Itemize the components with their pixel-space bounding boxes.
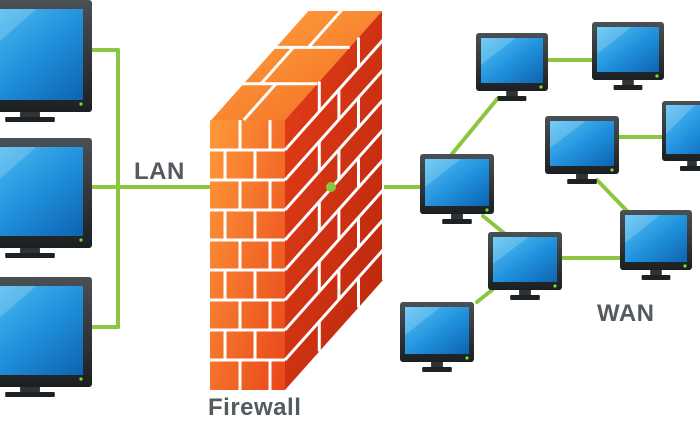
power-led-icon <box>465 356 469 360</box>
monitor-screen <box>666 105 700 154</box>
monitor-neck <box>576 174 588 179</box>
monitor-glare <box>550 121 586 148</box>
firewall-mortar <box>283 39 385 151</box>
power-led-icon <box>79 102 83 106</box>
firewall-wall <box>209 9 385 390</box>
power-led-icon <box>539 85 543 89</box>
monitor-glare <box>597 27 632 54</box>
monitor-glare <box>0 286 37 318</box>
firewall-mortar <box>260 45 296 85</box>
monitor-glare <box>625 215 660 243</box>
wan-monitor-hub <box>420 154 494 224</box>
monitors <box>0 0 700 397</box>
lan-monitor-middle <box>0 138 92 258</box>
monitor-stand <box>497 96 527 101</box>
firewall-label: Firewall <box>208 394 302 421</box>
wan-monitor-7 <box>400 302 474 372</box>
lan-monitor-top <box>0 0 92 122</box>
monitor-neck <box>20 248 40 253</box>
firewall-mortar <box>307 9 343 48</box>
firewall-mortar <box>283 219 385 331</box>
wan-monitor-2 <box>592 22 664 90</box>
monitor-neck <box>431 362 443 367</box>
monitor-neck <box>20 387 40 392</box>
firewall-edge <box>209 9 384 280</box>
power-led-icon <box>610 168 614 172</box>
firewall-port-dot <box>326 182 336 192</box>
monitor-screen <box>425 159 489 206</box>
monitor-screen <box>550 121 614 166</box>
monitor-neck <box>650 270 662 275</box>
firewall-mortar <box>283 249 385 361</box>
monitor-stand <box>5 392 55 397</box>
monitor-stand <box>613 85 643 90</box>
firewall-top-face <box>210 10 383 120</box>
wan-monitor-1 <box>476 33 548 101</box>
power-led-icon <box>485 208 489 212</box>
monitor-screen <box>0 286 83 375</box>
monitor-glare <box>666 105 695 134</box>
firewall-mortar <box>283 189 385 301</box>
monitor-stand <box>680 166 700 171</box>
monitor-screen <box>481 38 543 83</box>
network-link <box>450 96 500 156</box>
monitor-stand <box>567 179 597 184</box>
monitor-glare <box>425 159 461 187</box>
monitor-stand <box>510 295 540 300</box>
monitor-screen <box>493 237 557 282</box>
monitor-neck <box>622 80 634 85</box>
firewall-front-face <box>210 120 285 390</box>
monitor-stand <box>422 367 452 372</box>
monitor-screen <box>0 9 83 100</box>
monitor-screen <box>0 147 83 236</box>
monitor-screen <box>405 307 469 354</box>
monitor-neck <box>519 290 531 295</box>
firewall-mortar <box>283 69 385 181</box>
wan-monitor-3 <box>545 116 619 184</box>
power-led-icon <box>683 264 687 268</box>
wan-monitor-6 <box>488 232 562 300</box>
monitor-neck <box>451 214 463 219</box>
network-link <box>595 178 630 214</box>
power-led-icon <box>553 284 557 288</box>
monitor-screen <box>625 215 687 262</box>
wan-label: WAN <box>597 300 655 327</box>
monitor-stand <box>442 219 472 224</box>
monitor-glare <box>0 147 37 179</box>
monitor-glare <box>481 38 516 65</box>
monitor-stand <box>641 275 671 280</box>
firewall-mortar <box>242 82 278 121</box>
monitor-glare <box>493 237 529 264</box>
power-led-icon <box>79 377 83 381</box>
monitor-screen <box>597 27 659 72</box>
firewall-mortar <box>283 99 385 211</box>
monitor-neck <box>506 91 518 96</box>
monitor-glare <box>405 307 441 335</box>
power-led-icon <box>655 74 659 78</box>
monitor-stand <box>5 117 55 122</box>
monitor-glare <box>0 9 37 42</box>
power-led-icon <box>79 238 83 242</box>
firewall-mortar <box>283 159 385 271</box>
lan-label: LAN <box>134 158 185 185</box>
monitor-stand <box>5 253 55 258</box>
lan-monitor-bottom <box>0 277 92 397</box>
wan-monitor-5 <box>620 210 692 280</box>
monitor-neck <box>687 161 697 166</box>
wan-monitor-4 <box>662 101 700 171</box>
monitor-neck <box>20 112 40 117</box>
